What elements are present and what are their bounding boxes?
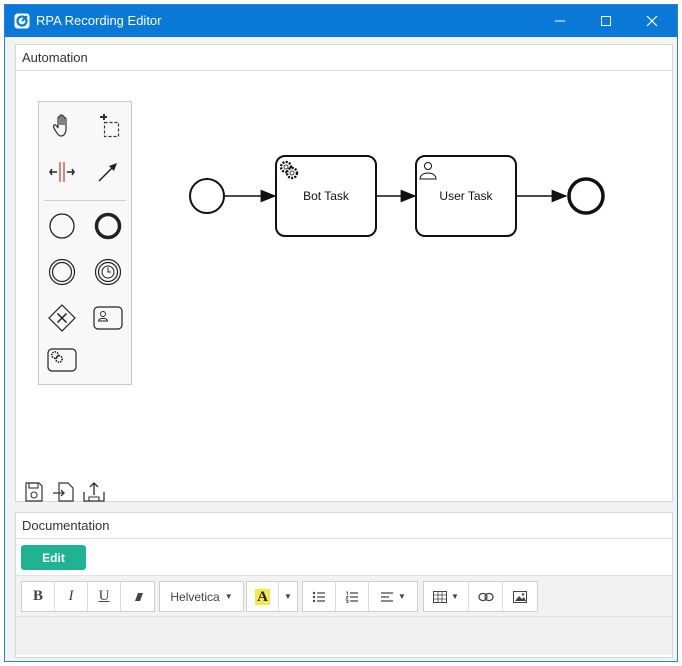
user-icon xyxy=(419,162,437,180)
image-button[interactable] xyxy=(503,582,537,611)
export-icon[interactable] xyxy=(82,479,106,505)
caret-down-icon: ▼ xyxy=(451,592,459,601)
app-logo-icon xyxy=(14,13,30,29)
start-event[interactable] xyxy=(189,178,225,214)
color-letter: A xyxy=(255,588,270,605)
font-family-value: Helvetica xyxy=(170,589,220,604)
palette-separator xyxy=(44,200,126,201)
maximize-button[interactable] xyxy=(583,5,629,37)
image-icon xyxy=(513,590,527,603)
caret-down-icon: ▼ xyxy=(398,592,406,601)
edit-button[interactable]: Edit xyxy=(21,545,86,570)
user-task[interactable]: User Task xyxy=(415,155,517,237)
space-tool-icon[interactable] xyxy=(42,152,82,192)
connect-tool-icon[interactable] xyxy=(88,152,128,192)
end-event-icon[interactable] xyxy=(88,206,128,246)
bot-task-label: Bot Task xyxy=(303,189,350,203)
color-group: A ▼ xyxy=(246,581,298,612)
font-family-dropdown[interactable]: Helvetica ▼ xyxy=(159,581,244,612)
documentation-panel: Documentation Edit B I U Helvetica ▼ A xyxy=(15,512,673,658)
save-icon[interactable] xyxy=(22,479,46,505)
lasso-tool-icon[interactable] xyxy=(88,106,128,146)
link-button[interactable] xyxy=(469,582,503,611)
automation-header: Automation xyxy=(16,45,672,71)
underline-button[interactable]: U xyxy=(88,582,121,611)
caret-down-icon: ▼ xyxy=(224,592,233,601)
user-task-icon[interactable] xyxy=(88,298,128,338)
documentation-editor-area[interactable] xyxy=(16,617,672,655)
rich-text-toolbar: B I U Helvetica ▼ A ▼ xyxy=(16,575,672,617)
table-dropdown[interactable]: ▼ xyxy=(424,582,469,611)
maximize-icon xyxy=(601,16,611,26)
documentation-header: Documentation xyxy=(16,513,672,539)
service-task-icon[interactable] xyxy=(42,340,82,380)
user-task-label: User Task xyxy=(439,189,493,203)
exclusive-gateway-icon[interactable] xyxy=(42,298,82,338)
bold-button[interactable]: B xyxy=(22,582,55,611)
hand-tool-icon[interactable] xyxy=(42,106,82,146)
app-window: RPA Recording Editor Automation xyxy=(4,4,678,662)
text-style-group: B I U xyxy=(21,581,155,612)
italic-button[interactable]: I xyxy=(55,582,88,611)
align-left-icon xyxy=(381,591,394,602)
close-icon xyxy=(646,15,658,27)
ordered-list-button[interactable] xyxy=(336,582,369,611)
align-dropdown[interactable]: ▼ xyxy=(369,582,417,611)
gear-icon xyxy=(279,160,299,180)
bpmn-palette xyxy=(38,101,132,385)
bullet-list-icon xyxy=(312,591,325,602)
title-bar[interactable]: RPA Recording Editor xyxy=(5,5,677,37)
link-icon xyxy=(477,592,494,601)
minimize-button[interactable] xyxy=(537,5,583,37)
import-icon[interactable] xyxy=(52,479,76,505)
window-title: RPA Recording Editor xyxy=(36,13,162,28)
unordered-list-button[interactable] xyxy=(303,582,336,611)
eraser-icon xyxy=(134,592,143,601)
minimize-icon xyxy=(555,20,565,22)
numbered-list-icon xyxy=(345,591,358,603)
paragraph-group: ▼ xyxy=(302,581,418,612)
color-button[interactable]: A xyxy=(247,582,279,611)
automation-panel: Automation xyxy=(15,44,673,502)
start-event-icon[interactable] xyxy=(42,206,82,246)
bpmn-canvas[interactable]: Bot Task User Task xyxy=(16,45,672,475)
intermediate-event-icon[interactable] xyxy=(42,252,82,292)
close-button[interactable] xyxy=(629,5,675,37)
end-event[interactable] xyxy=(567,177,605,215)
color-dropdown-button[interactable]: ▼ xyxy=(284,592,292,601)
eraser-button[interactable] xyxy=(121,582,154,611)
bot-task[interactable]: Bot Task xyxy=(275,155,377,237)
timer-event-icon[interactable] xyxy=(88,252,128,292)
table-icon xyxy=(433,590,448,603)
insert-group: ▼ xyxy=(423,581,538,612)
